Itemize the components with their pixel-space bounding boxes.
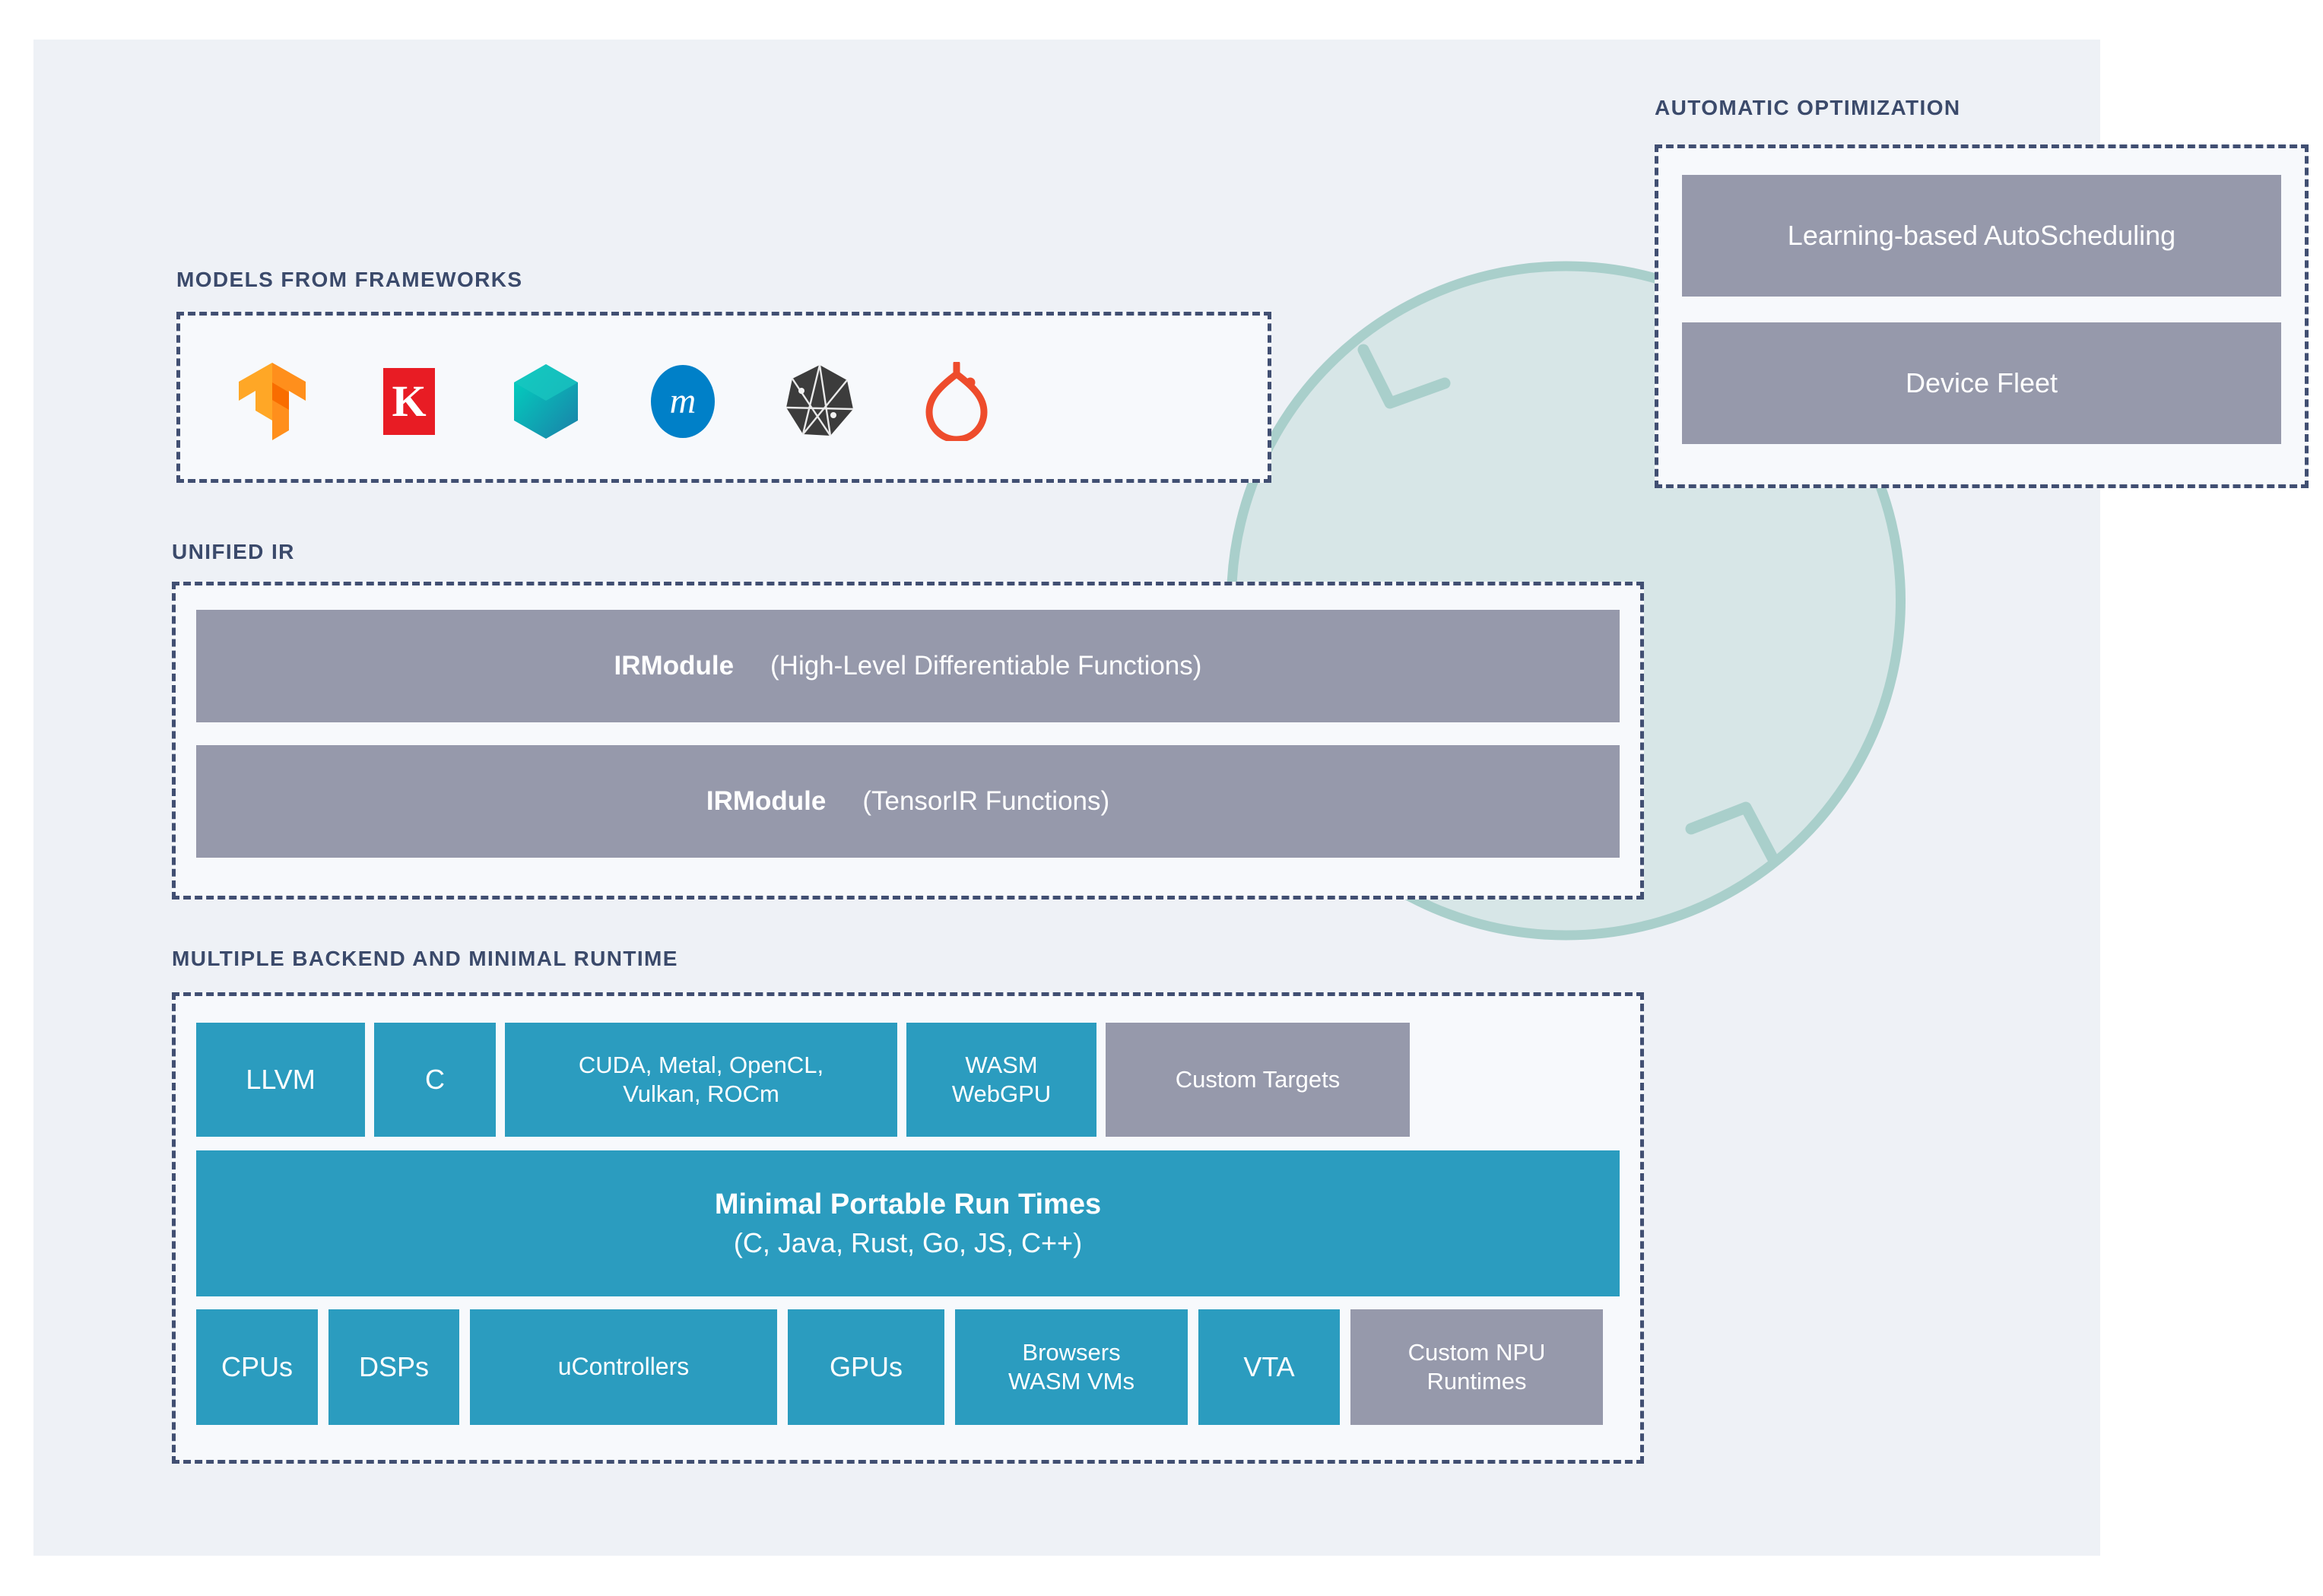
learning-based-autoscheduling-label: Learning-based AutoScheduling: [1787, 220, 2176, 252]
target-custom-targets: Custom Targets: [1106, 1023, 1410, 1137]
device-custom-npu-runtimes: Custom NPU Runtimes: [1350, 1309, 1603, 1425]
target-wasm-webgpu: WASM WebGPU: [906, 1023, 1096, 1137]
frameworks-section-label: MODELS FROM FRAMEWORKS: [176, 268, 523, 291]
irmodule-tensorir-strong: IRModule: [706, 785, 827, 816]
device-fleet-bar: Device Fleet: [1682, 322, 2281, 444]
device-dsps-label: DSPs: [358, 1351, 430, 1383]
target-custom-targets-label: Custom Targets: [1175, 1066, 1341, 1093]
backend-section-label: MULTIPLE BACKEND AND MINIMAL RUNTIME: [172, 947, 678, 970]
irmodule-tensorir-rest: (TensorIR Functions): [862, 785, 1110, 816]
target-llvm: LLVM: [196, 1023, 365, 1137]
runtime-title: Minimal Portable Run Times: [714, 1188, 1102, 1220]
device-custom-npu-runtimes-label: Custom NPU Runtimes: [1407, 1339, 1546, 1395]
device-browsers-wasm-vms-label: Browsers WASM VMs: [1008, 1339, 1135, 1395]
onnx-logo: [776, 357, 864, 446]
target-c: C: [374, 1023, 496, 1137]
device-gpus-label: GPUs: [829, 1351, 903, 1383]
irmodule-highlevel-rest: (High-Level Differentiable Functions): [770, 650, 1202, 681]
irmodule-tensorir-bar: IRModule (TensorIR Functions): [196, 745, 1620, 858]
device-cpus: CPUs: [196, 1309, 318, 1425]
device-browsers-wasm-vms: Browsers WASM VMs: [955, 1309, 1188, 1425]
target-llvm-label: LLVM: [246, 1064, 316, 1096]
device-fleet-label: Device Fleet: [1905, 367, 2058, 399]
device-dsps: DSPs: [328, 1309, 459, 1425]
device-gpus: GPUs: [788, 1309, 944, 1425]
minimal-portable-runtimes-bar: Minimal Portable Run Times (C, Java, Rus…: [196, 1150, 1620, 1296]
target-c-label: C: [425, 1064, 445, 1096]
target-gpu-apis-label: CUDA, Metal, OpenCL, Vulkan, ROCm: [578, 1052, 824, 1107]
mxnet-letter: m: [651, 365, 715, 438]
device-vta-label: VTA: [1243, 1351, 1295, 1383]
device-cpus-label: CPUs: [221, 1351, 293, 1383]
device-ucontrollers: uControllers: [470, 1309, 777, 1425]
device-ucontrollers-label: uControllers: [557, 1353, 690, 1381]
runtime-subtitle: (C, Java, Rust, Go, JS, C++): [733, 1227, 1083, 1259]
auto-optimization-section-label: AUTOMATIC OPTIMIZATION: [1655, 96, 1961, 119]
device-vta: VTA: [1198, 1309, 1340, 1425]
irmodule-highlevel-bar: IRModule (High-Level Differentiable Func…: [196, 610, 1620, 722]
keras-logo: K: [365, 357, 453, 446]
irmodule-highlevel-strong: IRModule: [614, 650, 735, 681]
frameworks-container: [176, 312, 1271, 483]
mxnet-logo: m: [639, 357, 727, 446]
target-wasm-webgpu-label: WASM WebGPU: [951, 1052, 1052, 1107]
learning-based-autoscheduling-bar: Learning-based AutoScheduling: [1682, 175, 2281, 297]
keras-letter: K: [383, 368, 435, 435]
unified-ir-section-label: UNIFIED IR: [172, 540, 295, 563]
pytorch-logo: [912, 357, 1001, 446]
target-gpu-apis: CUDA, Metal, OpenCL, Vulkan, ROCm: [505, 1023, 897, 1137]
tvm-logo: [502, 357, 590, 446]
tensorflow-logo: [228, 357, 316, 446]
